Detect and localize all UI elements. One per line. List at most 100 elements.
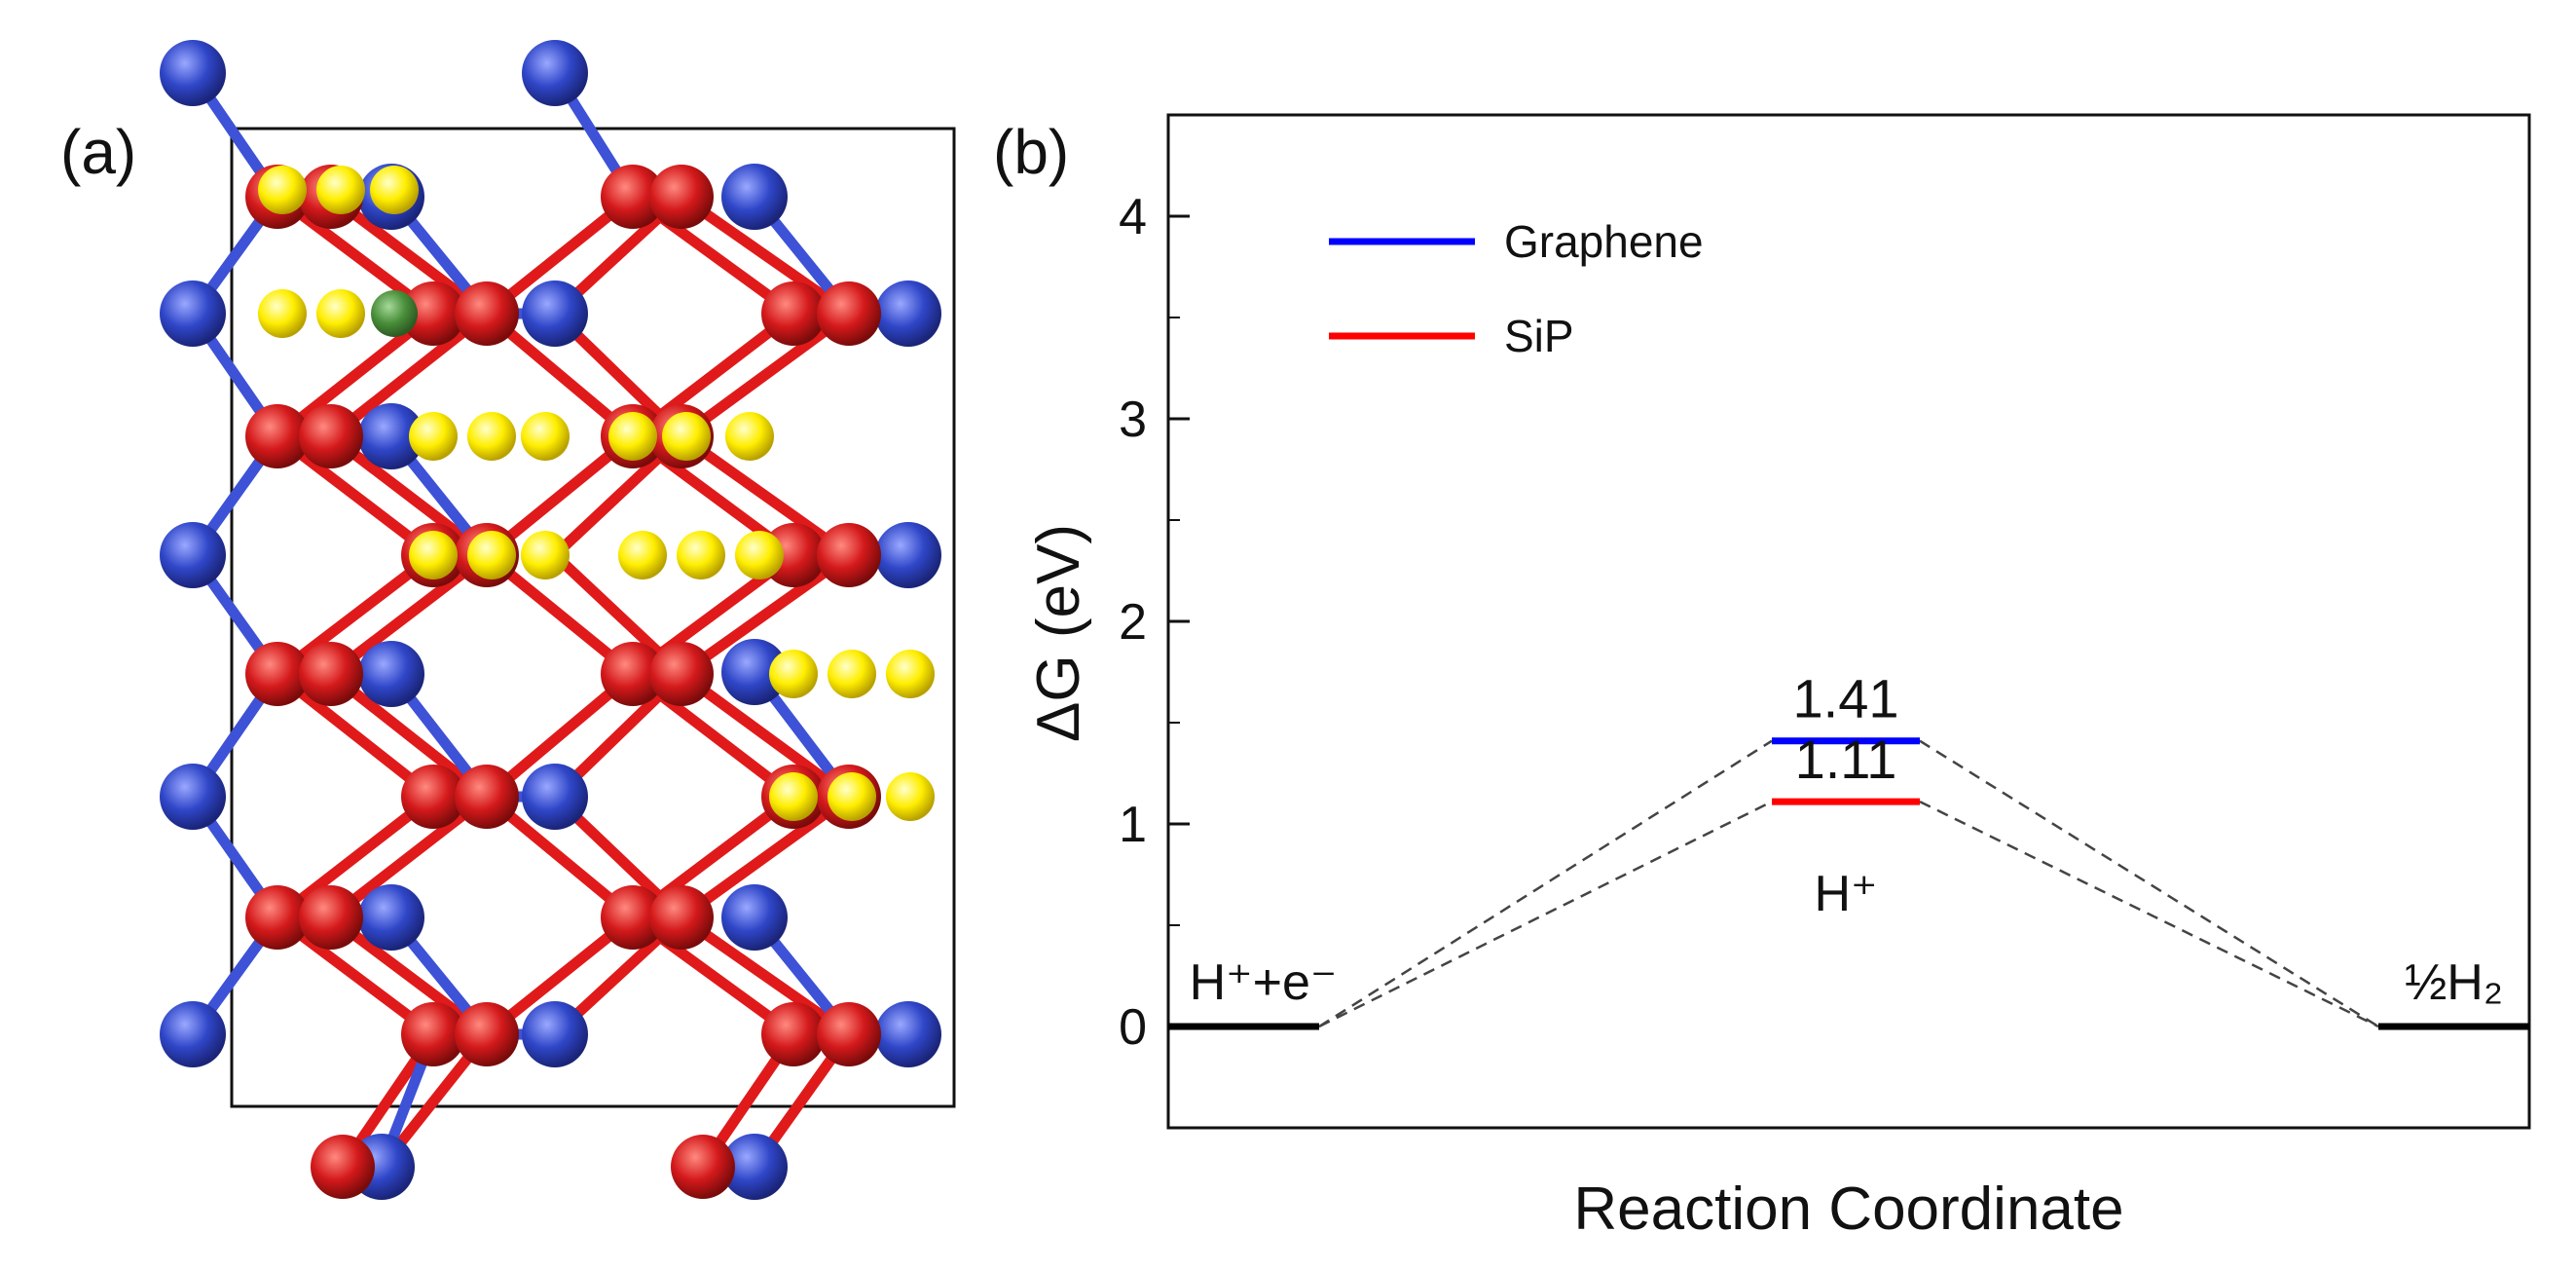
atom-yellow <box>735 531 784 579</box>
bond-red <box>325 191 493 319</box>
atom-yellow <box>618 531 667 579</box>
atom-blue <box>721 164 788 230</box>
bond-red <box>325 308 493 442</box>
y-axis-ticks: 0 1 2 3 4 <box>1119 114 1190 1129</box>
legend: Graphene SiP <box>1329 216 1704 361</box>
bond-red <box>676 791 855 923</box>
atom-blue <box>522 280 588 347</box>
atom-yellow <box>769 650 818 698</box>
value-label-sip: 1.11 <box>1795 728 1897 790</box>
atom-yellow <box>677 531 725 579</box>
atom-red <box>671 1135 735 1199</box>
state-label-intermediate: H⁺ <box>1815 866 1878 922</box>
bond-red <box>272 668 439 803</box>
atom-blue <box>721 1134 788 1200</box>
y-tick-label-1: 1 <box>1119 797 1147 853</box>
atom-red <box>311 1135 375 1199</box>
atom-yellow <box>886 650 935 698</box>
bond-red <box>325 430 493 561</box>
atom-yellow <box>769 772 818 821</box>
connector-graphene-left <box>1318 739 1773 1028</box>
state-label-initial: H⁺+e⁻ <box>1190 954 1338 1011</box>
atom-yellow <box>608 412 657 461</box>
atom-blue <box>875 522 941 588</box>
legend-label-graphene: Graphene <box>1504 216 1704 267</box>
bond-red <box>272 791 439 923</box>
y-tick-label-4: 4 <box>1119 189 1147 245</box>
panel-a-crystal-structure: (a) <box>60 40 956 1200</box>
atom-red <box>761 1002 826 1066</box>
panel-b-label: (b) <box>993 117 1069 187</box>
atom-yellow <box>258 289 307 338</box>
bond-red <box>325 791 493 923</box>
atom-yellow <box>409 531 458 579</box>
bond-red <box>676 549 855 680</box>
atom-blue <box>721 639 788 705</box>
bond-red <box>676 430 855 561</box>
atom-red <box>245 404 310 468</box>
y-tick-label-2: 2 <box>1119 594 1147 651</box>
atom-yellow <box>521 412 570 461</box>
bond-red <box>325 912 493 1040</box>
legend-label-sip: SiP <box>1504 311 1574 361</box>
atom-yellow <box>828 650 876 698</box>
atom-yellow <box>521 531 570 579</box>
bond-red <box>676 912 855 1040</box>
atom-red <box>401 765 465 829</box>
bond-red <box>272 191 439 319</box>
x-axis-title: Reaction Coordinate <box>1573 1176 2123 1243</box>
atom-red <box>817 523 881 587</box>
atom-yellow <box>828 772 876 821</box>
y-tick-label-0: 0 <box>1119 999 1147 1056</box>
atom-red <box>401 281 465 346</box>
value-label-graphene: 1.41 <box>1793 668 1899 729</box>
bond-red <box>676 308 855 442</box>
energy-levels: 1.41 1.11 H⁺+e⁻ H⁺ ½H₂ <box>1168 668 2529 1030</box>
atom-yellow <box>316 166 365 214</box>
atom-red <box>649 642 714 706</box>
atom-yellow <box>258 166 307 214</box>
atom-red <box>649 165 714 229</box>
bond-red <box>325 549 493 680</box>
y-tick-label-3: 3 <box>1119 392 1147 448</box>
atom-red <box>817 1002 881 1066</box>
atom-red <box>245 885 310 950</box>
bond-red <box>676 191 855 319</box>
bond-red <box>272 430 439 561</box>
atom-blue <box>160 1001 226 1067</box>
atom-red <box>455 281 519 346</box>
atom-yellow <box>725 412 774 461</box>
atom-blue <box>522 764 588 830</box>
y-axis-title: ΔG (eV) <box>1025 524 1092 742</box>
atom-red <box>401 1002 465 1066</box>
atom-blue <box>721 884 788 951</box>
atom-yellow <box>316 289 365 338</box>
atom-yellow <box>886 772 935 821</box>
atom-yellow <box>662 412 711 461</box>
atom-red <box>299 642 363 706</box>
bond-red <box>676 668 855 803</box>
atom-blue <box>522 1001 588 1067</box>
atom-blue <box>160 280 226 347</box>
atom-blue <box>875 1001 941 1067</box>
panel-a-label: (a) <box>60 117 136 187</box>
state-label-final: ½H₂ <box>2405 954 2503 1011</box>
atom-red <box>455 765 519 829</box>
atom-red <box>299 404 363 468</box>
connector-sip-left <box>1318 801 1773 1028</box>
atom-red <box>601 165 665 229</box>
atom-blue <box>160 40 226 106</box>
atom-blue <box>875 280 941 347</box>
atoms-layer <box>160 40 941 1200</box>
bond-red <box>325 668 493 803</box>
bond-red <box>272 912 439 1040</box>
atom-yellow <box>370 166 419 214</box>
atom-red <box>649 885 714 950</box>
connector-sip-right <box>1919 800 2379 1028</box>
panel-b-energy-diagram: (b) 0 1 2 3 4 ΔG (eV) Reaction Coordinate Gr… <box>993 113 2531 1243</box>
atom-blue <box>160 764 226 830</box>
atom-blue <box>358 403 424 469</box>
atom-blue <box>358 641 424 707</box>
atom-yellow <box>409 412 458 461</box>
